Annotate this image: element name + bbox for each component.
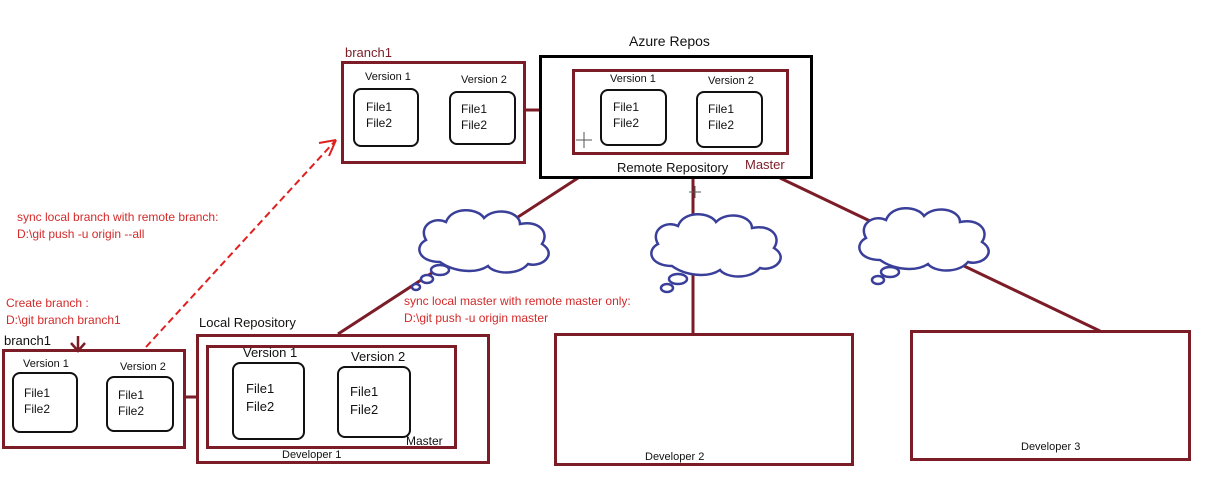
- file-label: File1: [708, 102, 735, 116]
- cloud-icon: [858, 207, 990, 286]
- local-branch-box: [2, 349, 186, 449]
- crosshair-icon: [689, 186, 701, 198]
- developer3-label: Developer 3: [1021, 441, 1081, 453]
- file-label: File1: [366, 100, 393, 114]
- file-label: File1: [118, 388, 145, 402]
- file-label: File2: [24, 402, 51, 417]
- local-version2-box: [337, 366, 411, 438]
- file-label: File2: [118, 404, 145, 419]
- create-branch-note-line2: D:\git branch branch1: [6, 313, 121, 328]
- remote-version1-files: File1 File2: [613, 99, 639, 131]
- local-repository-box: [196, 334, 490, 464]
- remote-master-label: Master: [745, 157, 785, 172]
- file-label: File1: [246, 381, 275, 396]
- remote-branch-version1-box: [353, 88, 419, 147]
- local-branch-version1-title: Version 1: [23, 358, 69, 370]
- remote-branch-version2-files: File1 File2: [461, 101, 487, 133]
- remote-branch-version2-box: [449, 91, 516, 145]
- local-branch-version2-box: [106, 376, 174, 432]
- local-branch-version2-files: File1 File2: [118, 387, 144, 419]
- remote-repository: [539, 55, 813, 179]
- local-master-frame: [206, 345, 457, 449]
- sync-branch-note-line1: sync local branch with remote branch:: [17, 210, 219, 224]
- developer2-label: Developer 2: [645, 451, 705, 463]
- developer2-box: [554, 333, 854, 466]
- sync-branch-note: sync local branch with remote branch: D:…: [17, 209, 218, 244]
- remote-version2-box: [696, 91, 763, 148]
- sync-master-note-line1: sync local master with remote master onl…: [404, 294, 631, 308]
- file-label: File2: [708, 118, 735, 133]
- developer1-label: Developer 1: [282, 449, 342, 461]
- remote-version2-files: File1 File2: [708, 101, 734, 133]
- local-version1-box: [232, 362, 305, 440]
- file-label: File1: [613, 100, 640, 114]
- local-version2-title: Version 2: [351, 349, 406, 364]
- file-label: File2: [350, 401, 379, 417]
- file-label: File2: [613, 116, 640, 131]
- cloud-icon: [650, 213, 782, 294]
- remote-branch-version1-title: Version 1: [365, 71, 411, 83]
- local-version1-files: File1 File2: [246, 380, 274, 415]
- sync-branch-note-line2: D:\git push -u origin --all: [17, 227, 145, 242]
- local-version1-title: Version 1: [243, 345, 298, 360]
- remote-branch-version1-files: File1 File2: [366, 99, 392, 131]
- crosshair-icon: [576, 132, 592, 148]
- file-label: File1: [24, 386, 51, 400]
- file-label: File1: [461, 102, 488, 116]
- remote-version1-title: Version 1: [610, 73, 656, 85]
- azure-repos-label: Azure Repos: [629, 33, 710, 49]
- local-branch-label: branch1: [4, 333, 51, 348]
- local-repository-label: Local Repository: [199, 315, 296, 330]
- remote-branch-box: [341, 61, 526, 164]
- file-label: File2: [366, 116, 393, 131]
- developer3-box: [910, 330, 1191, 461]
- local-branch-version2-title: Version 2: [120, 361, 166, 373]
- create-branch-note: Create branch : D:\git branch branch1: [6, 295, 121, 330]
- file-label: File2: [461, 118, 488, 133]
- remote-version2-title: Version 2: [708, 75, 754, 87]
- remote-branch-version2-title: Version 2: [461, 74, 507, 86]
- remote-version1-box: [600, 89, 667, 146]
- remote-branch-label: branch1: [345, 45, 392, 60]
- sync-master-note: sync local master with remote master onl…: [404, 293, 631, 328]
- file-label: File2: [246, 398, 275, 414]
- local-version2-files: File1 File2: [350, 383, 378, 418]
- create-branch-note-line1: Create branch :: [6, 296, 89, 310]
- push-arrowhead: [318, 139, 337, 157]
- local-branch-version1-box: [12, 372, 78, 433]
- remote-master-frame: [572, 69, 789, 155]
- remote-repository-label: Remote Repository: [617, 160, 729, 175]
- push-arrow: [145, 139, 337, 348]
- file-label: File1: [350, 384, 379, 399]
- local-master-label: Master: [406, 434, 443, 448]
- sync-master-note-line2: D:\git push -u origin master: [404, 311, 549, 326]
- cloud-icon: [410, 209, 550, 292]
- local-branch-version1-files: File1 File2: [24, 385, 50, 417]
